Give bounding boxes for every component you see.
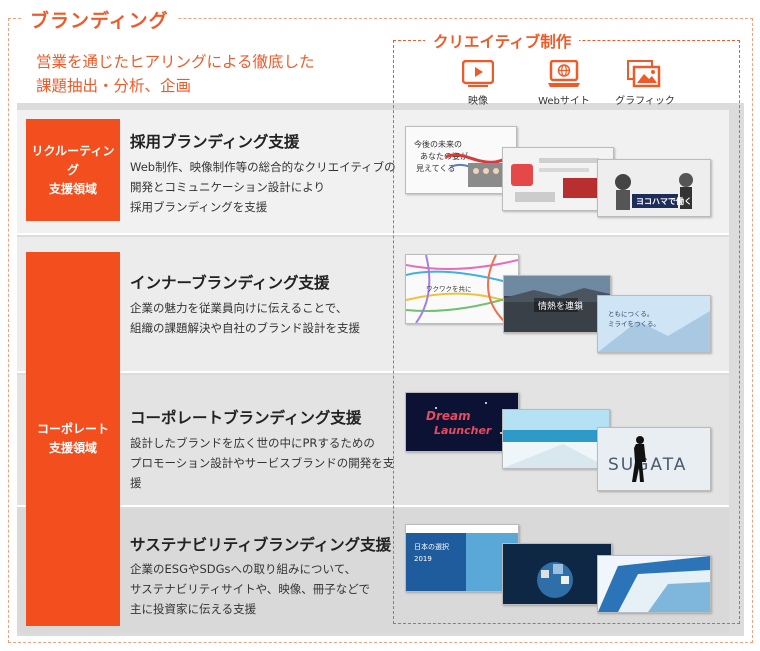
service-description-line: 組織の課題解決や自社のブランド設計を支援 <box>130 321 360 335</box>
media-label: Webサイト <box>538 96 590 107</box>
graphic-icon <box>627 60 661 88</box>
thumb-text: 見えてくる <box>416 164 455 173</box>
service-description-line: 企業の魅力を従業員向けに伝えることで、 <box>130 301 348 315</box>
web-icon <box>548 60 580 87</box>
service-description-line: 採用ブランディングを支援 <box>130 200 268 214</box>
thumb-text: ワクワクを共に <box>426 284 472 293</box>
thumb-text: 2019 <box>414 555 432 563</box>
inner-thumbnail: ともにつくる。 ミライをつくる。 <box>597 295 711 353</box>
recruiting-domain-label: リクルーティング 支援領域 <box>26 119 120 221</box>
recruit-thumbnail: 今後の未来の あなたの姿が 見えてくる <box>405 126 517 194</box>
thumb-text: 日本の選択 <box>414 542 449 551</box>
recruit-thumbnail <box>502 147 614 211</box>
service-description-line: Web制作、映像制作等の総合的なクリエイティブの <box>130 160 396 174</box>
sustainability-thumbnail <box>597 555 711 613</box>
service-title: コーポレートブランディング支援 <box>130 409 362 427</box>
thumb-text: SUGATA <box>608 455 687 475</box>
section-description-line: 営業を通じたヒアリングによる徹底した <box>36 53 315 71</box>
thumb-text: 情熱を連鎖 <box>538 300 583 312</box>
service-description: 企業の魅力を従業員向けに伝えることで、 組織の課題解決や自社のブランド設計を支援 <box>130 298 400 338</box>
service-title: 採用ブランディング支援 <box>130 133 300 151</box>
inner-thumbnail: 情熱を連鎖 <box>503 275 611 333</box>
domain-label-line: リクルーティング <box>31 143 115 177</box>
corporate-domain-label: コーポレート 支援領域 <box>26 252 120 626</box>
service-description-line: 主に投資家に伝える支援 <box>130 602 257 616</box>
sustainability-thumbnail <box>502 543 612 605</box>
branding-frame <box>8 18 753 643</box>
corporate-thumbnail <box>502 409 610 469</box>
corporate-thumbnail: Dream Launcher <box>405 392 519 452</box>
thumb-text: Launcher <box>434 424 492 437</box>
domain-label-line: 支援領域 <box>48 441 97 455</box>
inner-thumbnail: ワクワクを共に <box>405 254 519 324</box>
service-description: Web制作、映像制作等の総合的なクリエイティブの 開発とコミュニケーション設計に… <box>130 157 400 217</box>
service-description-line: サステナビリティサイトや、映像、冊子などで <box>130 582 371 596</box>
domain-label-line: コーポレート <box>36 422 109 436</box>
corporate-thumbnail: SUGATA <box>597 427 711 491</box>
video-icon <box>462 60 494 87</box>
service-description-line: 設計したブランドを広く世の中にPRするための <box>130 436 375 450</box>
thumb-text: Dream <box>426 409 471 423</box>
service-description-line: プロモーション設計やサービスブランドの開発を支援 <box>130 456 395 490</box>
thumb-text: あなたの姿が <box>420 151 468 161</box>
thumb-text: ともにつくる。 <box>608 310 653 318</box>
service-description: 企業のESGやSDGsへの取り組みについて、 サステナビリティサイトや、映像、冊… <box>130 559 400 619</box>
service-title: サステナビリティブランディング支援 <box>130 536 392 554</box>
media-label: 映像 <box>468 96 488 107</box>
section-description: 営業を通じたヒアリングによる徹底した 課題抽出・分析、企画 <box>36 50 376 98</box>
thumb-text: ヨコハマで働く <box>636 196 692 206</box>
recruit-thumbnail: ヨコハマで働く <box>597 159 711 217</box>
thumb-text: ミライをつくる。 <box>608 320 660 328</box>
sustainability-thumbnail: 日本の選択 2019 <box>405 524 519 592</box>
section-title: ブランディング <box>22 6 177 33</box>
service-description-line: 企業のESGやSDGsへの取り組みについて、 <box>130 562 357 576</box>
creative-title: クリエイティブ制作 <box>425 30 580 52</box>
domain-label-line: 支援領域 <box>48 181 97 196</box>
service-title: インナーブランディング支援 <box>130 274 330 292</box>
media-label: グラフィック <box>615 96 675 107</box>
service-description: 設計したブランドを広く世の中にPRするための プロモーション設計やサービスブラン… <box>130 433 400 493</box>
service-description-line: 開発とコミュニケーション設計により <box>130 180 326 194</box>
thumb-text: 今後の未来の <box>414 139 462 149</box>
section-description-line: 課題抽出・分析、企画 <box>36 77 192 95</box>
